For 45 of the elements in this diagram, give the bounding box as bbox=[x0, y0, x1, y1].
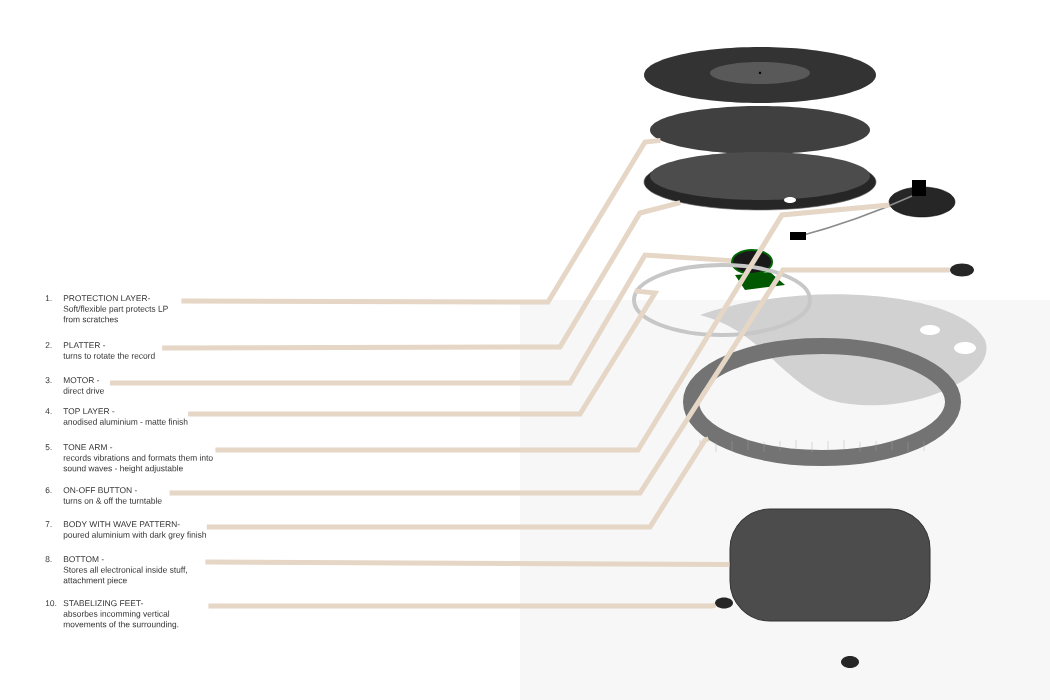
part-title: BODY WITH WAVE PATTERN- bbox=[63, 521, 180, 528]
foot-drawing bbox=[715, 597, 733, 609]
part-description: turns on & off the turntable bbox=[63, 497, 162, 504]
part-title: TOP LAYER - bbox=[63, 408, 115, 415]
part-title: PLATTER - bbox=[63, 342, 106, 349]
leader-line bbox=[208, 602, 716, 609]
leader-line bbox=[188, 288, 660, 417]
leader-line bbox=[206, 436, 710, 530]
part-title: ON-OFF BUTTON - bbox=[63, 487, 137, 494]
leader-line bbox=[215, 202, 890, 453]
mat-drawing bbox=[650, 106, 870, 154]
list-number: 6. bbox=[45, 487, 52, 494]
part-title: PROTECTION LAYER- bbox=[63, 295, 150, 302]
leader-line bbox=[205, 559, 730, 567]
part-description: direct drive bbox=[63, 387, 104, 394]
part-title: MOTOR - bbox=[63, 377, 100, 384]
tone-arm-drawing bbox=[790, 180, 956, 240]
list-number: 7. bbox=[45, 521, 52, 528]
part-title: STABELIZING FEET- bbox=[63, 600, 143, 607]
part-description: poured aluminium with dark grey finish bbox=[63, 531, 206, 540]
list-number: 1. bbox=[45, 295, 52, 302]
list-number: 8. bbox=[45, 556, 52, 563]
part-description: Soft/flexible part protects LP from scratches bbox=[63, 305, 168, 323]
part-description: records vibrations and formats them into sound waves - height adjustable bbox=[63, 454, 213, 473]
list-number: 3. bbox=[45, 377, 52, 384]
button-drawing bbox=[950, 263, 974, 277]
list-number: 2. bbox=[45, 342, 52, 349]
list-number: 4. bbox=[45, 408, 52, 415]
base-drawing bbox=[729, 508, 931, 622]
leader-line bbox=[110, 252, 732, 386]
platter-drawing bbox=[643, 152, 877, 211]
part-title: TONE ARM - bbox=[63, 444, 113, 451]
part-title: BOTTOM - bbox=[63, 556, 104, 563]
part-description: absorbes incomming vertical movements of the surrounding. bbox=[63, 610, 179, 629]
leader-line bbox=[181, 137, 661, 305]
part-description: anodised aluminium - matte finish bbox=[63, 418, 188, 425]
leader-line bbox=[162, 200, 681, 351]
motor-drawing bbox=[731, 249, 785, 290]
leader-line bbox=[169, 267, 950, 496]
ribbed-band-drawing bbox=[683, 338, 961, 466]
part-description: Stores all electronical inside stuff, attachment piece bbox=[63, 566, 187, 585]
list-number: 10. bbox=[45, 600, 57, 607]
list-number: 5. bbox=[45, 444, 52, 451]
ring-drawing bbox=[632, 263, 812, 337]
part-description: turns to rotate the record bbox=[63, 352, 155, 359]
